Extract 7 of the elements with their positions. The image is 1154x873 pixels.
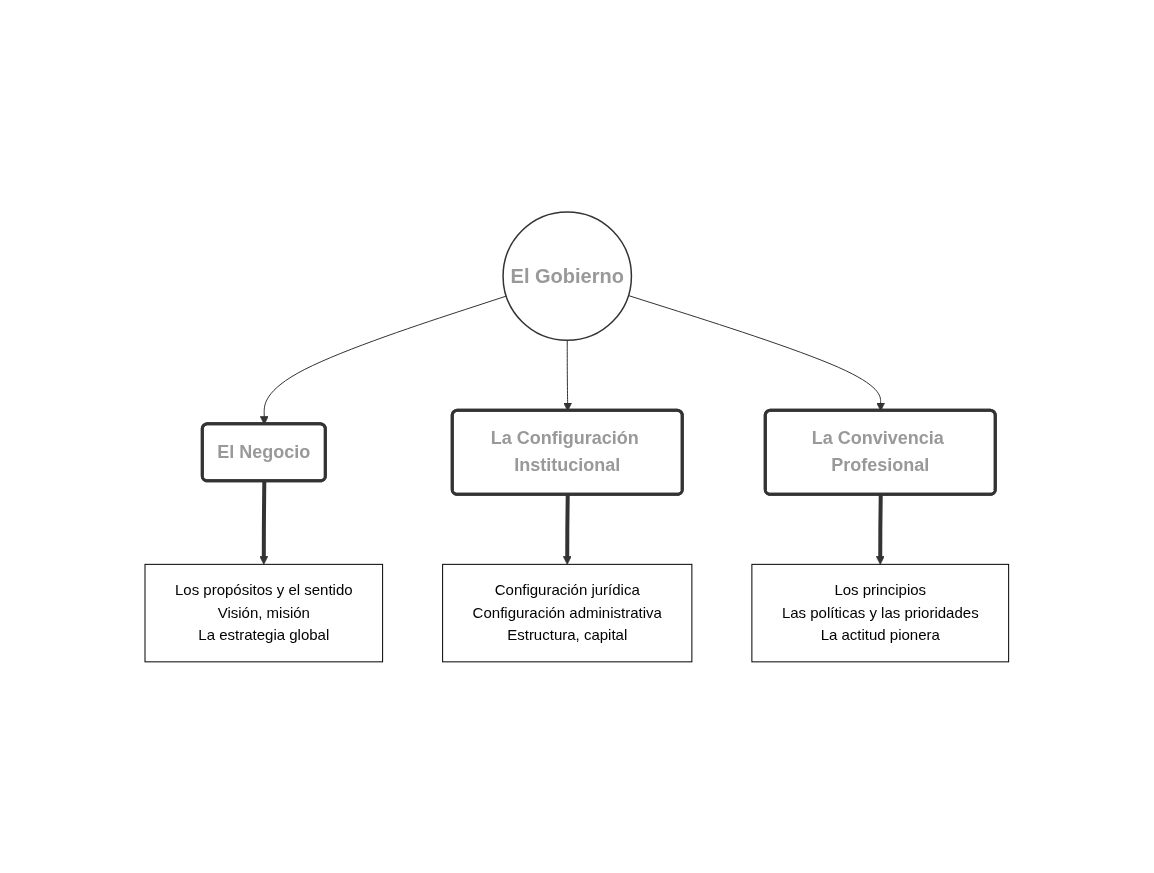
arrow	[876, 494, 885, 565]
node-box: Configuración jurídica Configuración administrativa Estructura, capital	[442, 563, 693, 662]
arrow	[563, 494, 572, 565]
node-box: Los principios Las políticas y las prioridades La actitud pionera	[751, 563, 1010, 662]
arrow	[259, 480, 269, 565]
node-box: Los propósitos y el sentido Visión, misión La estrategia global	[144, 563, 384, 662]
node-circle: El Gobierno	[502, 210, 633, 341]
